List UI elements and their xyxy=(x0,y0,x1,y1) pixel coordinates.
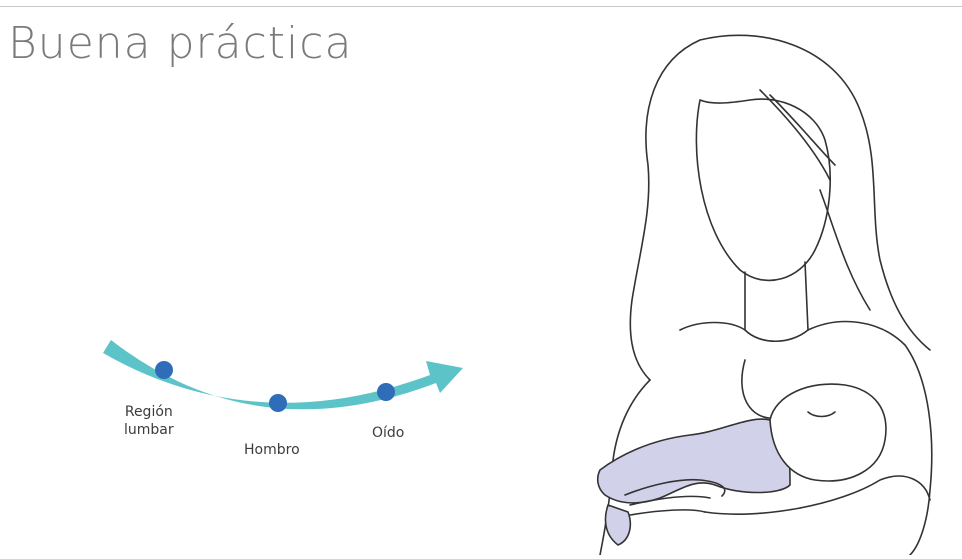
point-hombro xyxy=(269,394,287,412)
hair-strand xyxy=(770,95,835,165)
baby-head xyxy=(770,384,886,481)
face-outline xyxy=(696,99,830,280)
neck xyxy=(745,262,808,330)
label-oido: Oído xyxy=(372,424,404,442)
label-region-lumbar-line2: lumbar xyxy=(124,421,174,439)
point-oido xyxy=(377,383,395,401)
label-region-lumbar-line1: Región xyxy=(124,403,174,421)
hair-strand xyxy=(760,90,830,180)
hair-outline xyxy=(630,35,930,380)
baby-body xyxy=(598,419,790,503)
breast xyxy=(742,360,775,418)
label-region-lumbar: Región lumbar xyxy=(124,403,174,439)
alignment-arrow-diagram xyxy=(0,0,500,470)
baby-leg xyxy=(605,505,630,545)
label-hombro: Hombro xyxy=(244,441,300,459)
point-region-lumbar xyxy=(155,361,173,379)
breastfeeding-illustration xyxy=(585,20,955,555)
